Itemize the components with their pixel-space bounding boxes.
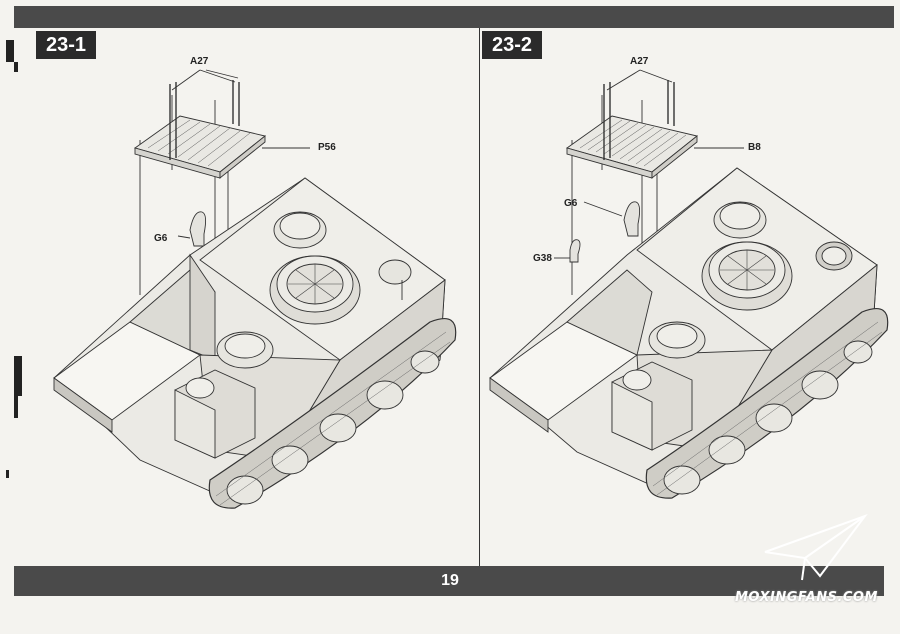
step-badge-23-1: 23-1	[36, 31, 97, 59]
top-header-bar	[14, 6, 894, 28]
callout-g6-left: G6	[154, 233, 168, 244]
edge-mark	[14, 356, 22, 396]
bottom-footer-bar	[14, 566, 884, 596]
watermark-text: MOXINGFANS.COM	[735, 590, 878, 605]
page-number: 19	[441, 572, 459, 589]
edge-mark	[14, 62, 18, 72]
callout-g38: G38	[533, 253, 552, 264]
edge-mark	[6, 40, 14, 62]
callout-a27-right: A27	[630, 56, 649, 67]
step-divider	[479, 28, 480, 566]
callout-a27-left: A27	[190, 56, 209, 67]
edge-mark	[6, 470, 9, 478]
callout-p56: P56	[318, 142, 336, 153]
paper-plane-logo	[764, 514, 868, 581]
callout-g6-right: G6	[564, 198, 578, 209]
callout-b8: B8	[748, 142, 761, 153]
vehicle-drawing-23-1	[53, 69, 457, 509]
edge-mark	[14, 396, 18, 418]
vehicle-drawing-23-2	[489, 69, 889, 499]
step-badge-23-2: 23-2	[482, 31, 543, 59]
